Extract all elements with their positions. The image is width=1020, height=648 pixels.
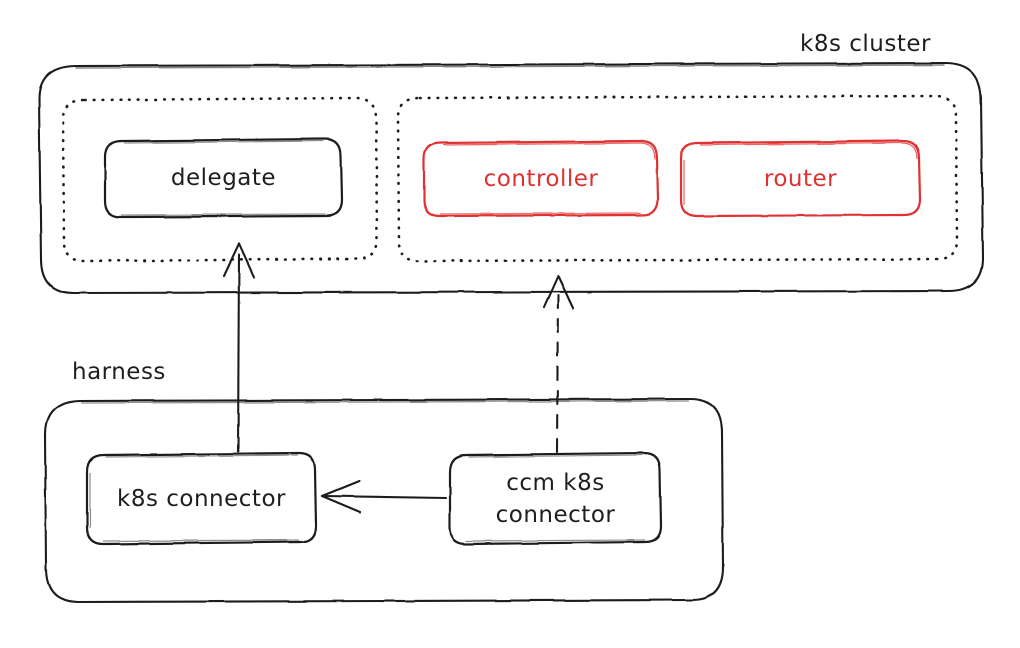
- group-delegate-zone[interactable]: [61, 96, 379, 263]
- node-router[interactable]: [679, 139, 922, 218]
- group-workload-zone[interactable]: [396, 94, 959, 263]
- node-k8s-connector[interactable]: [85, 451, 318, 546]
- node-delegate[interactable]: [103, 137, 344, 219]
- edge-connector-to-delegate[interactable]: [222, 242, 256, 454]
- group-harness[interactable]: [43, 397, 725, 604]
- group-k8s-cluster[interactable]: [37, 61, 985, 295]
- node-ccm-k8s-connector[interactable]: [448, 451, 663, 546]
- edge-ccm-to-workload[interactable]: [542, 274, 575, 454]
- edge-ccm-to-connector[interactable]: [320, 479, 448, 514]
- node-controller[interactable]: [422, 139, 660, 218]
